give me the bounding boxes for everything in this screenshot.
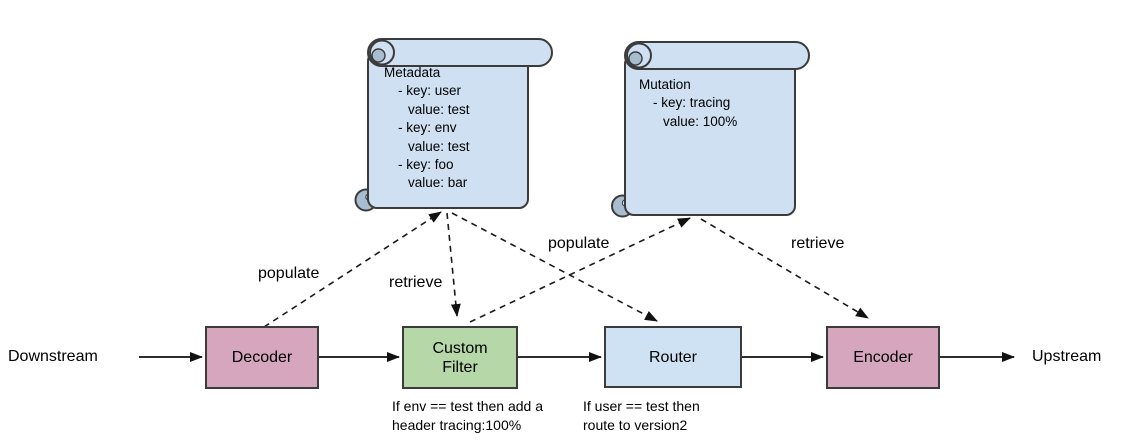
mutation-scroll-tube xyxy=(624,41,810,70)
metadata-line: - key: foo xyxy=(398,157,454,173)
custom-filter-note-line1: If env == test then add a xyxy=(392,398,543,414)
custom-filter-note-line2: header tracing:100% xyxy=(392,417,522,433)
upstream-label: Upstream xyxy=(1032,348,1102,365)
custom-filter-node-label: Custom Filter xyxy=(403,327,517,388)
router-note-line1: If user == test then xyxy=(583,398,700,414)
mutation-scroll-text: Mutation - key: tracing value: 100% xyxy=(639,76,737,131)
router-node-label: Router xyxy=(648,348,698,366)
metadata-scroll-title: Metadata xyxy=(384,65,441,80)
metadata-scroll-shape xyxy=(354,38,553,212)
mutation-line: value: 100% xyxy=(663,113,738,129)
edge-populate-custom-filter-to-mutation xyxy=(469,217,691,323)
encoder-node xyxy=(826,326,940,389)
metadata-line: - key: env xyxy=(398,120,457,136)
edge-retrieve-metadata-to-custom-filter xyxy=(446,212,461,317)
metadata-scroll-tube xyxy=(367,38,553,67)
router-node xyxy=(604,326,742,388)
custom-filter-node xyxy=(402,326,518,389)
mutation-scroll-title: Mutation xyxy=(639,77,691,92)
router-note: If user == test then route to version2 xyxy=(583,397,700,435)
populate-right-edge-label: populate xyxy=(548,235,610,252)
mutation-line: - key: tracing xyxy=(653,95,731,111)
downstream-label: Downstream xyxy=(8,348,98,365)
custom-filter-note: If env == test then add a header tracing… xyxy=(392,397,543,435)
router-note-line2: route to version2 xyxy=(583,417,688,433)
mutation-scroll-top-curl-roll xyxy=(628,51,643,66)
edge-metadata-to-router xyxy=(451,212,658,322)
metadata-line: value: test xyxy=(408,101,470,117)
metadata-scroll-text: Metadata - key: user value: test - key: … xyxy=(384,64,470,193)
decoder-node xyxy=(205,326,319,389)
metadata-line: - key: user xyxy=(398,83,462,99)
retrieve-left-edge-label: retrieve xyxy=(389,274,443,291)
decoder-node-label: Decoder xyxy=(231,349,293,366)
metadata-scroll-top-curl-roll xyxy=(371,48,386,63)
encoder-node-label: Encoder xyxy=(853,349,913,366)
custom-filter-node-label-text: Custom Filter xyxy=(432,339,488,376)
populate-left-edge-label: populate xyxy=(258,265,320,282)
edge-populate-decoder-to-metadata xyxy=(263,211,442,328)
retrieve-right-edge-label: retrieve xyxy=(791,235,845,252)
edge-retrieve-mutation-to-encoder xyxy=(700,218,869,319)
metadata-line: value: bar xyxy=(408,175,468,191)
mutation-scroll-shape xyxy=(611,41,810,218)
metadata-line: value: test xyxy=(408,138,470,154)
